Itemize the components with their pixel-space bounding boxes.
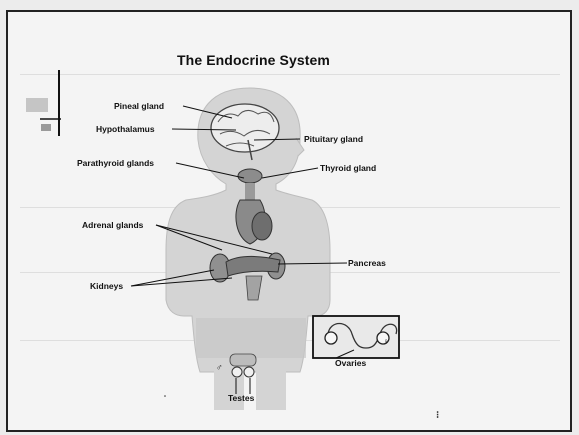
scan-smudge	[26, 98, 48, 112]
label-kidneys: Kidneys	[90, 281, 123, 291]
right-leg	[256, 370, 286, 410]
label-pancreas: Pancreas	[348, 258, 386, 268]
label-pituitary-gland: Pituitary gland	[304, 134, 363, 144]
label-testes: Testes	[228, 393, 254, 403]
male-symbol-icon: ♂	[216, 362, 223, 372]
scan-dot	[164, 395, 166, 397]
pelvis-shade	[196, 318, 306, 358]
label-parathyroid-glands: Parathyroid glands	[77, 158, 154, 168]
female-symbol-icon: ♀	[383, 337, 389, 346]
label-adrenal-glands: Adrenal glands	[82, 220, 143, 230]
label-hypothalamus: Hypothalamus	[96, 124, 155, 134]
label-pineal-gland: Pineal gland	[114, 101, 164, 111]
scan-mark: ⁝	[436, 410, 439, 421]
thyroid-gland	[238, 169, 262, 183]
scan-smudge	[41, 124, 51, 131]
label-thyroid-gland: Thyroid gland	[320, 163, 376, 173]
label-ovaries: Ovaries	[335, 358, 366, 368]
page-title: The Endocrine System	[0, 52, 579, 68]
